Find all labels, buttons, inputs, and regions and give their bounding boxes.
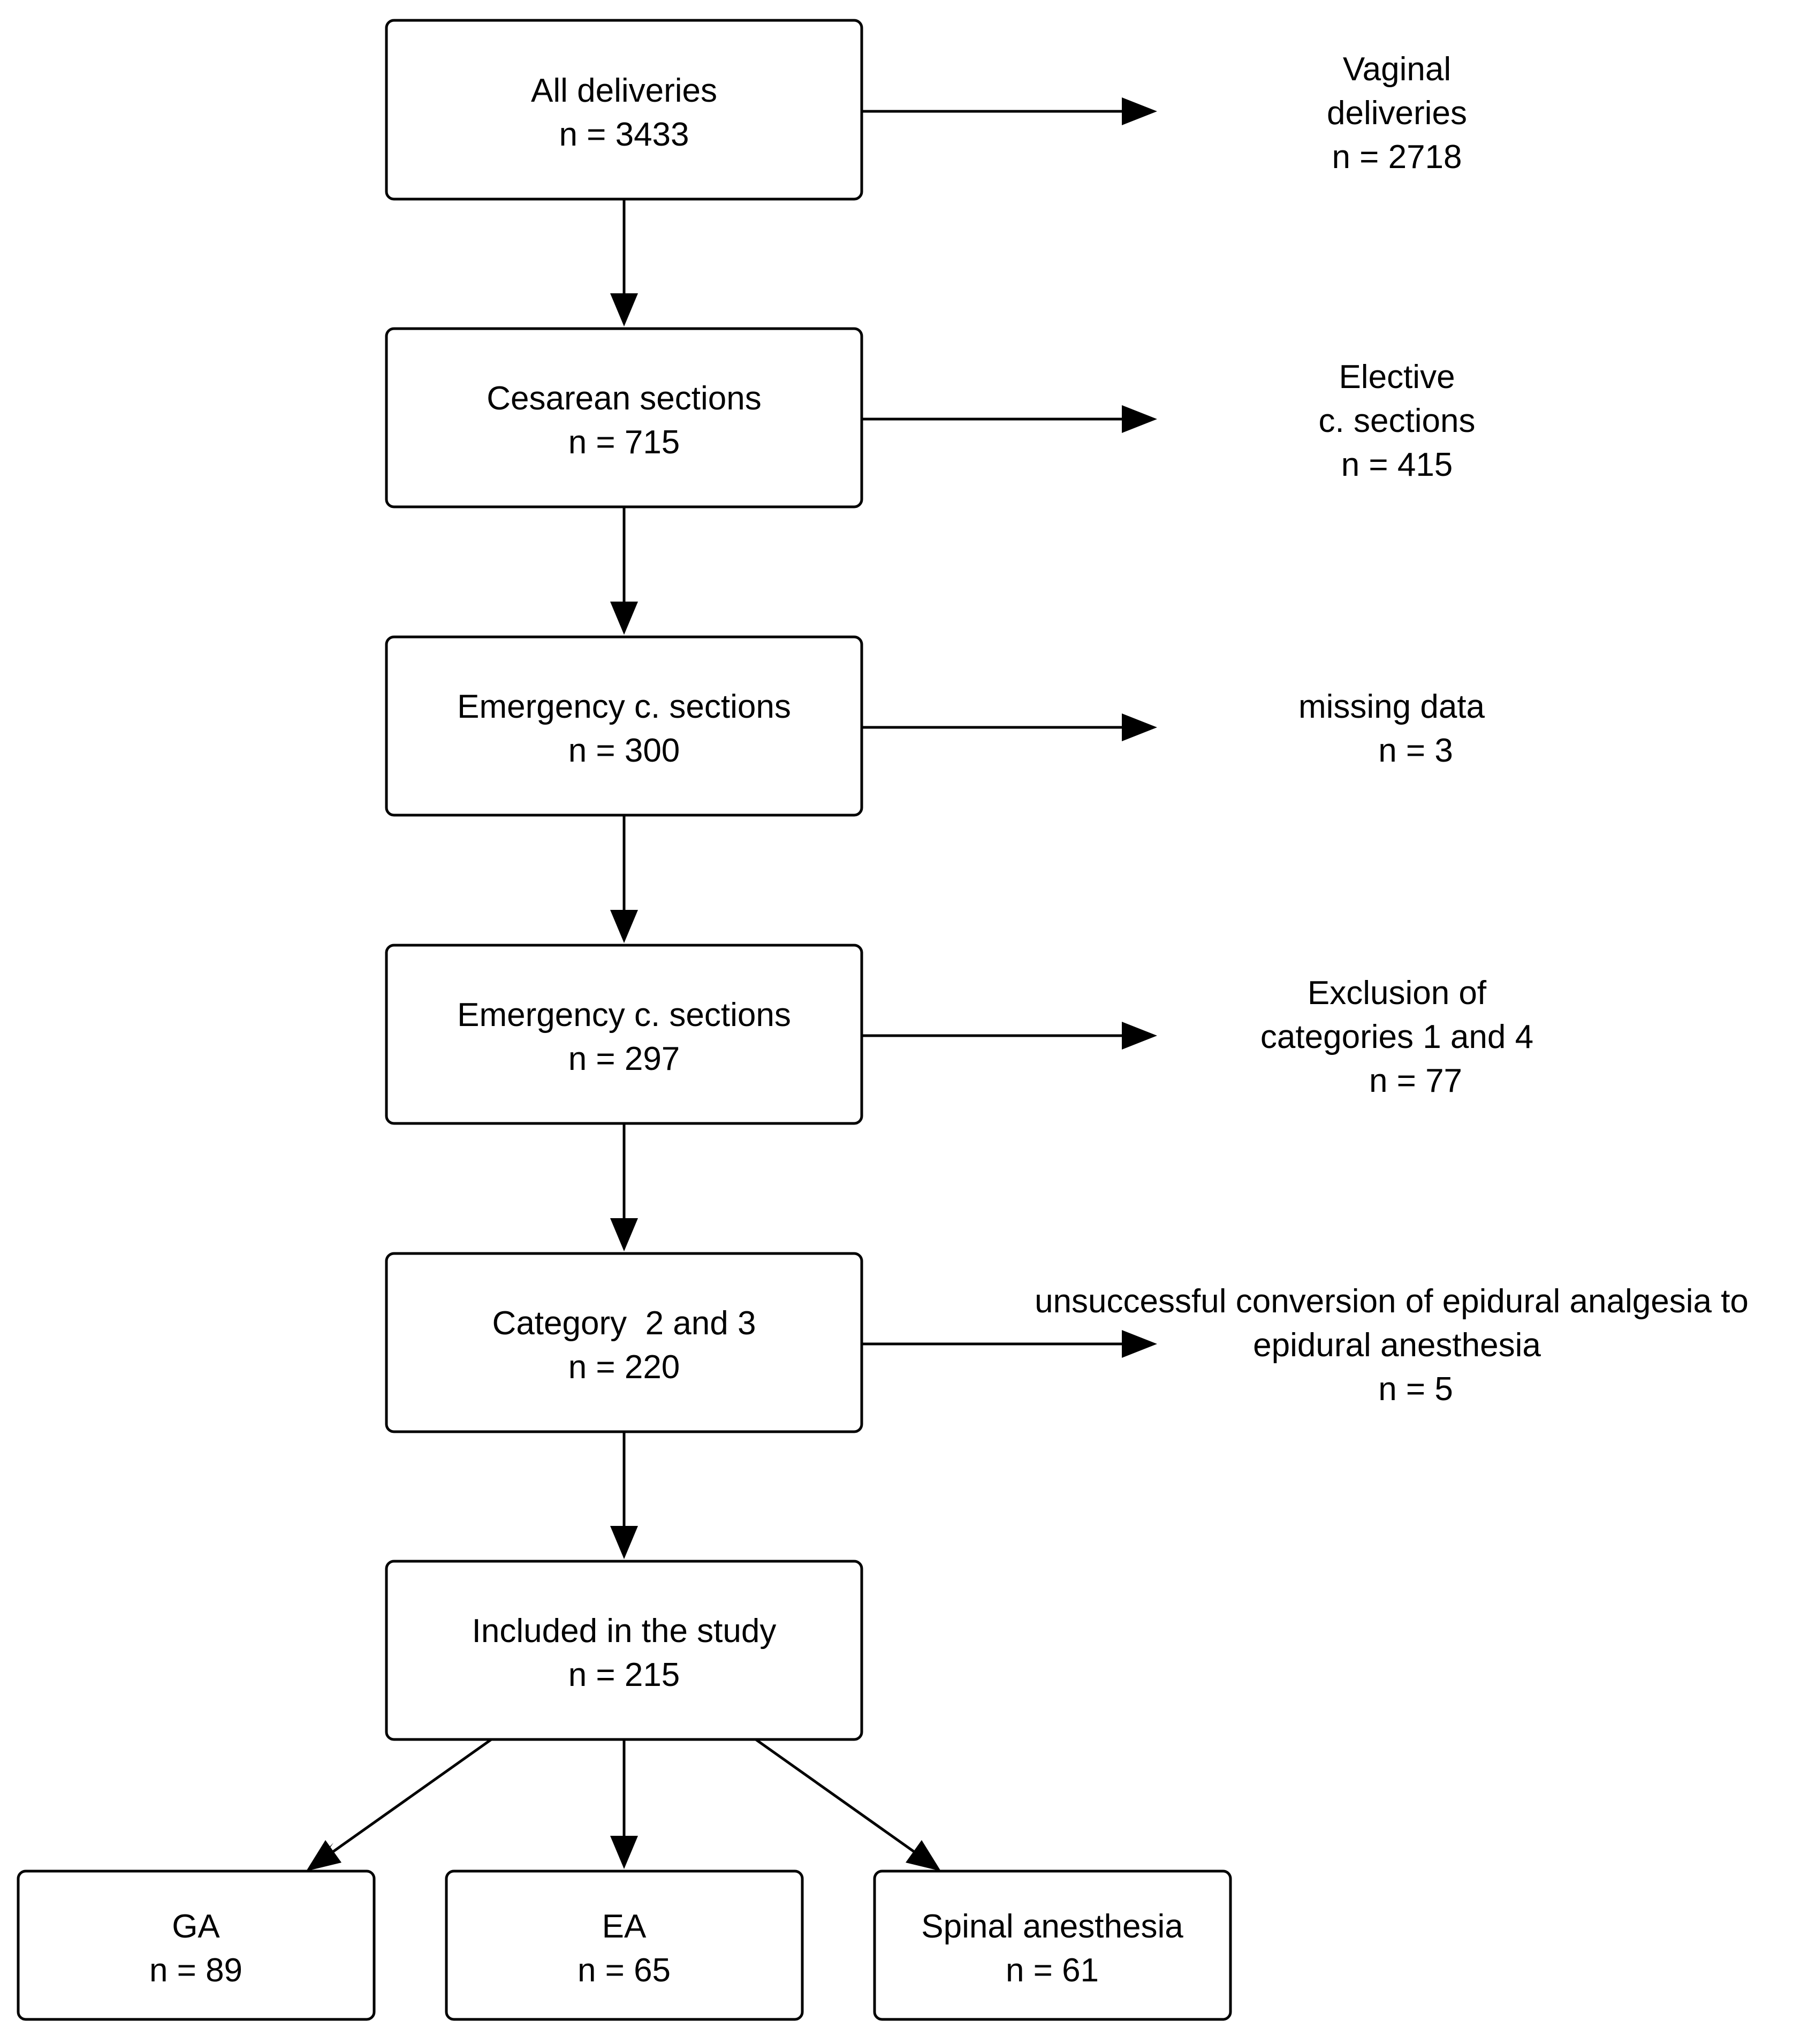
node-label: Included in the study bbox=[472, 1613, 777, 1650]
groups: GA n = 89 EA n = 65 Spinal anesthesia n … bbox=[17, 1870, 1232, 2021]
arrowhead-right bbox=[1122, 405, 1157, 433]
arrowhead-down bbox=[610, 910, 638, 943]
arrowhead-down bbox=[610, 602, 638, 635]
node-count: n = 300 bbox=[568, 732, 680, 769]
main-flow: All deliveries n = 3433 Cesarean section… bbox=[385, 19, 863, 1741]
node-count: n = 297 bbox=[568, 1040, 680, 1077]
node-category-2-3: Category 2 and 3 n = 220 bbox=[385, 1252, 863, 1433]
node-label: Emergency c. sections bbox=[457, 997, 791, 1034]
exclusion-elective-sections: Elective c. sections n = 415 bbox=[1319, 359, 1476, 483]
node-label: Category 2 and 3 bbox=[492, 1305, 756, 1342]
arrowhead-right bbox=[1122, 713, 1157, 741]
exclusion-line: epidural anesthesia bbox=[1253, 1327, 1541, 1364]
exclusion-line: c. sections bbox=[1319, 402, 1476, 439]
arrowhead-right bbox=[1122, 1330, 1157, 1358]
node-label: Cesarean sections bbox=[487, 380, 762, 417]
node-included-in-study: Included in the study n = 215 bbox=[385, 1560, 863, 1741]
node-count: n = 220 bbox=[568, 1349, 680, 1386]
exclusion-vaginal-deliveries: Vaginal deliveries n = 2718 bbox=[1327, 51, 1467, 176]
node-cesarean-sections: Cesarean sections n = 715 bbox=[385, 327, 863, 508]
exclusion-line: unsuccessful conversion of epidural anal… bbox=[1035, 1283, 1749, 1320]
exclusion-line: missing data bbox=[1298, 688, 1485, 725]
node-label: EA bbox=[602, 1908, 647, 1945]
exclusion-count: n = 3 bbox=[1378, 732, 1453, 769]
exclusion-line: Vaginal bbox=[1343, 51, 1451, 88]
exclusions: Vaginal deliveries n = 2718 Elective c. … bbox=[1035, 51, 1749, 1408]
node-count: n = 215 bbox=[568, 1657, 680, 1693]
node-label: Spinal anesthesia bbox=[921, 1908, 1183, 1945]
arrowhead-down bbox=[610, 1836, 638, 1869]
arrowhead-down-left bbox=[306, 1840, 341, 1871]
node-label: All deliveries bbox=[531, 72, 717, 109]
node-emergency-sections-300: Emergency c. sections n = 300 bbox=[385, 635, 863, 817]
connectors bbox=[321, 110, 1129, 1861]
exclusion-line: Elective bbox=[1339, 359, 1455, 396]
node-group-spinal: Spinal anesthesia n = 61 bbox=[873, 1870, 1232, 2021]
node-count: n = 715 bbox=[568, 424, 680, 461]
exclusion-categories-1-4: Exclusion of categories 1 and 4 n = 77 bbox=[1260, 975, 1533, 1099]
arrowhead-down bbox=[610, 1526, 638, 1559]
exclusion-count: n = 2718 bbox=[1332, 139, 1462, 176]
arrowhead-down bbox=[610, 1218, 638, 1251]
node-count: n = 89 bbox=[149, 1952, 242, 1989]
arrowhead-right bbox=[1122, 1022, 1157, 1050]
arrow-included-to-spinal bbox=[755, 1738, 926, 1861]
node-emergency-sections-297: Emergency c. sections n = 297 bbox=[385, 944, 863, 1125]
exclusion-line: deliveries bbox=[1327, 95, 1467, 132]
arrowhead-right bbox=[1122, 97, 1157, 125]
node-count: n = 61 bbox=[1006, 1952, 1099, 1989]
arrow-included-to-ga bbox=[321, 1738, 492, 1861]
node-label: GA bbox=[172, 1908, 220, 1945]
node-group-ea: EA n = 65 bbox=[445, 1870, 804, 2021]
arrowhead-down-right bbox=[906, 1840, 941, 1871]
exclusion-line: Exclusion of bbox=[1308, 975, 1487, 1012]
exclusion-line: categories 1 and 4 bbox=[1260, 1019, 1533, 1055]
node-group-ga: GA n = 89 bbox=[17, 1870, 376, 2021]
node-all-deliveries: All deliveries n = 3433 bbox=[385, 19, 863, 201]
exclusion-unsuccessful-conversion: unsuccessful conversion of epidural anal… bbox=[1035, 1283, 1749, 1408]
node-count: n = 65 bbox=[578, 1952, 671, 1989]
node-count: n = 3433 bbox=[559, 116, 689, 153]
exclusion-missing-data: missing data n = 3 bbox=[1298, 688, 1485, 769]
exclusion-count: n = 415 bbox=[1341, 446, 1453, 483]
node-label: Emergency c. sections bbox=[457, 688, 791, 725]
exclusion-count: n = 5 bbox=[1378, 1371, 1453, 1408]
arrowheads bbox=[305, 97, 1157, 1872]
exclusion-count: n = 77 bbox=[1369, 1062, 1462, 1099]
arrowhead-down bbox=[610, 293, 638, 326]
